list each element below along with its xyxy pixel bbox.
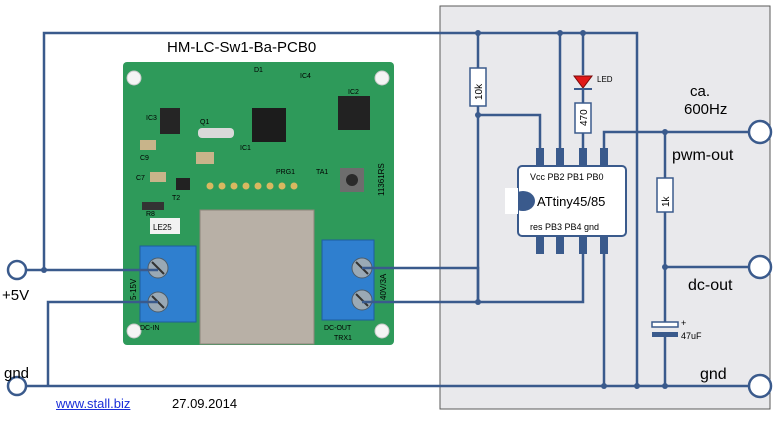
mounting-hole xyxy=(374,70,390,86)
board-title: HM-LC-Sw1-Ba-PCB0 xyxy=(167,39,316,56)
silk-t2: T2 xyxy=(172,195,180,202)
ic3-chip xyxy=(160,108,180,134)
silk-dc-out: DC-OUT xyxy=(324,325,352,332)
label-gnd-left: gnd xyxy=(4,365,29,382)
cap-label: 47uF xyxy=(681,331,702,341)
silk-serial: 11361RS xyxy=(377,163,386,196)
silk-r8: R8 xyxy=(146,211,155,218)
led-label: LED xyxy=(597,75,613,84)
cap-polarity: + xyxy=(681,318,686,328)
wire-pb4 xyxy=(478,234,585,304)
resistor-1k xyxy=(656,177,674,213)
silk-prg1: PRG1 xyxy=(276,169,295,176)
silk-output-rating: 40V/3A xyxy=(379,273,388,300)
wire-pwm-out xyxy=(602,130,760,150)
transistor xyxy=(176,178,190,190)
silk-ic3: IC3 xyxy=(146,115,157,122)
resistor-10k-label: 10k xyxy=(474,83,485,100)
label-pwm-out: pwm-out xyxy=(672,147,734,164)
footer-date: 27.09.2014 xyxy=(172,396,238,411)
footer-website-link[interactable]: www.stall.biz xyxy=(56,396,131,411)
ic-bottom-pins: res PB3 PB4 gnd xyxy=(530,222,599,232)
silk-trx1: TRX1 xyxy=(334,335,352,342)
resistor xyxy=(142,202,164,210)
capacitor xyxy=(140,140,156,150)
silk-ic1: IC1 xyxy=(240,145,251,152)
ic-top-pins: Vcc PB2 PB1 PB0 xyxy=(530,172,604,182)
input-terminal-block xyxy=(139,245,197,323)
silk-le25: LE25 xyxy=(153,223,172,232)
capacitor xyxy=(196,152,214,164)
silk-ic2: IC2 xyxy=(348,89,359,96)
label-gnd-right: gnd xyxy=(700,366,727,383)
push-button-cap xyxy=(346,174,358,186)
label-dc-out: dc-out xyxy=(688,277,733,294)
silk-input-voltage: 5-15V xyxy=(129,278,138,300)
silk-dc-in: DC-IN xyxy=(140,325,159,332)
mounting-hole xyxy=(374,323,390,339)
label-plus5v: +5V xyxy=(2,287,29,304)
terminal-gnd-right xyxy=(747,373,773,399)
led-symbol xyxy=(573,75,593,90)
pcb-board: D1 IC4 IC2 IC3 IC1 Q1 C9 C7 T2 R8 PRG1 T… xyxy=(123,62,394,345)
freq-line1: ca. xyxy=(690,83,710,100)
terminal-plus5v xyxy=(6,259,28,281)
resistor-470 xyxy=(574,102,592,134)
silk-d1: D1 xyxy=(254,67,263,74)
silk-ic4: IC4 xyxy=(300,73,311,80)
ic-name: ATtiny45/85 xyxy=(537,194,605,209)
terminal-dc-out xyxy=(747,254,773,280)
terminals xyxy=(6,119,773,399)
wire-vcc-pin xyxy=(478,113,542,150)
mounting-hole xyxy=(126,323,142,339)
capacitor xyxy=(150,172,166,182)
wire-vcc-rail xyxy=(26,31,639,385)
terminal-pwm-out xyxy=(747,119,773,145)
wire-board-gnd xyxy=(46,300,158,386)
silk-ta1: TA1 xyxy=(316,169,328,176)
resistor-470-label: 470 xyxy=(579,109,590,126)
freq-line2: 600Hz xyxy=(684,101,727,118)
junctions xyxy=(41,30,668,389)
relay-shield xyxy=(199,209,315,345)
crystal xyxy=(198,128,234,138)
attiny-ic xyxy=(505,148,627,254)
output-terminal-block xyxy=(321,239,375,321)
mounting-hole xyxy=(126,70,142,86)
silk-c7: C7 xyxy=(136,175,145,182)
resistor-10k xyxy=(469,67,487,107)
le25-part xyxy=(150,218,180,234)
prg-header xyxy=(206,182,298,190)
capacitor-47uf xyxy=(651,321,679,337)
terminal-gnd-left xyxy=(6,375,28,397)
silk-q1: Q1 xyxy=(200,119,209,126)
silk-c9: C9 xyxy=(140,155,149,162)
ic2-chip xyxy=(338,96,370,130)
main-chip xyxy=(252,108,286,142)
resistor-1k-label: 1k xyxy=(661,195,672,207)
ic-notch-mask xyxy=(505,188,518,214)
